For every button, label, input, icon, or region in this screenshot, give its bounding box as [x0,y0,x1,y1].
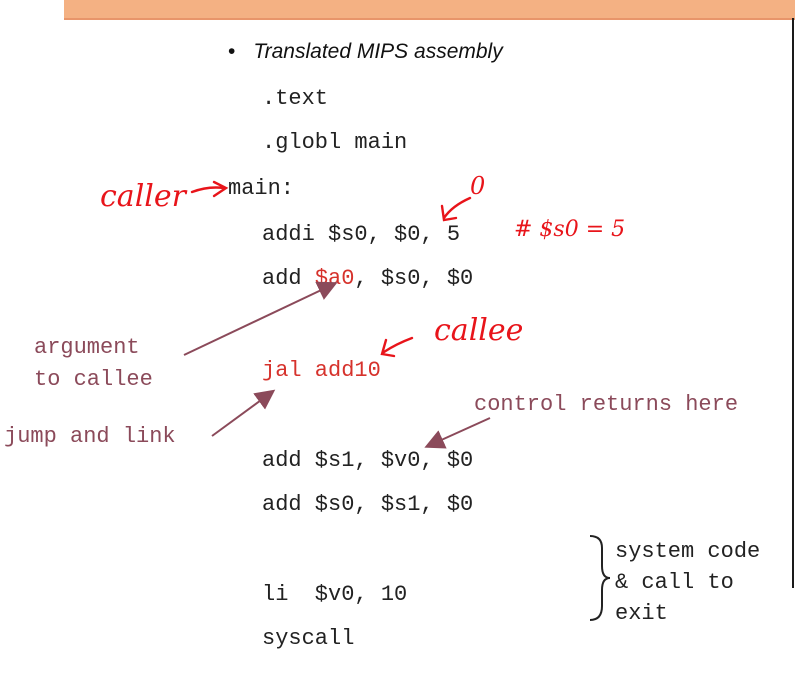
code-line-syscall: syscall [262,626,355,651]
brace-icon [589,535,611,621]
code-line-text: .text [262,86,329,111]
zero-arrow [440,196,472,222]
annotation-jump-and-link: jump and link [4,424,176,449]
bullet-text: Translated MIPS assembly [253,40,503,63]
right-border-line [792,18,794,588]
bullet-dot-icon: • [228,40,236,63]
handwritten-zero: 0 [470,172,485,200]
handwritten-callee: callee [434,313,523,348]
bullet-heading: • Translated MIPS assembly [228,40,503,64]
code-line-main-label: main: [228,176,295,201]
code-line-jal: jal add10 [262,358,381,383]
code-line-globl: .globl main [262,130,408,155]
header-band [64,0,795,20]
arrow-argument [183,281,338,356]
arrow-jump-and-link [211,389,276,437]
arrow-control-returns [424,417,491,449]
code-line-add-a0: add $a0, $s0, $0 [262,266,473,291]
annotation-argument-to-callee: argument to callee [34,335,153,392]
annotation-control-returns: control returns here [474,392,739,417]
code-line-add-s0: add $s0, $s1, $0 [262,492,474,517]
code-line-add-s1: add $s1, $v0, $0 [262,448,474,473]
handwritten-comment: # $s0 = 5 [514,217,625,242]
callee-arrow [380,336,414,358]
code-add-keyword: add [262,266,315,291]
caller-arrow [190,180,229,198]
code-line-addi: addi $s0, $0, 5 [262,222,461,247]
annotation-system-code: system code & call to exit [615,539,761,626]
handwritten-caller: caller [100,179,188,214]
code-add-operands: , $s0, $0 [354,266,474,291]
code-line-li: li $v0, 10 [262,582,408,607]
code-a0-register: $a0 [314,266,355,291]
